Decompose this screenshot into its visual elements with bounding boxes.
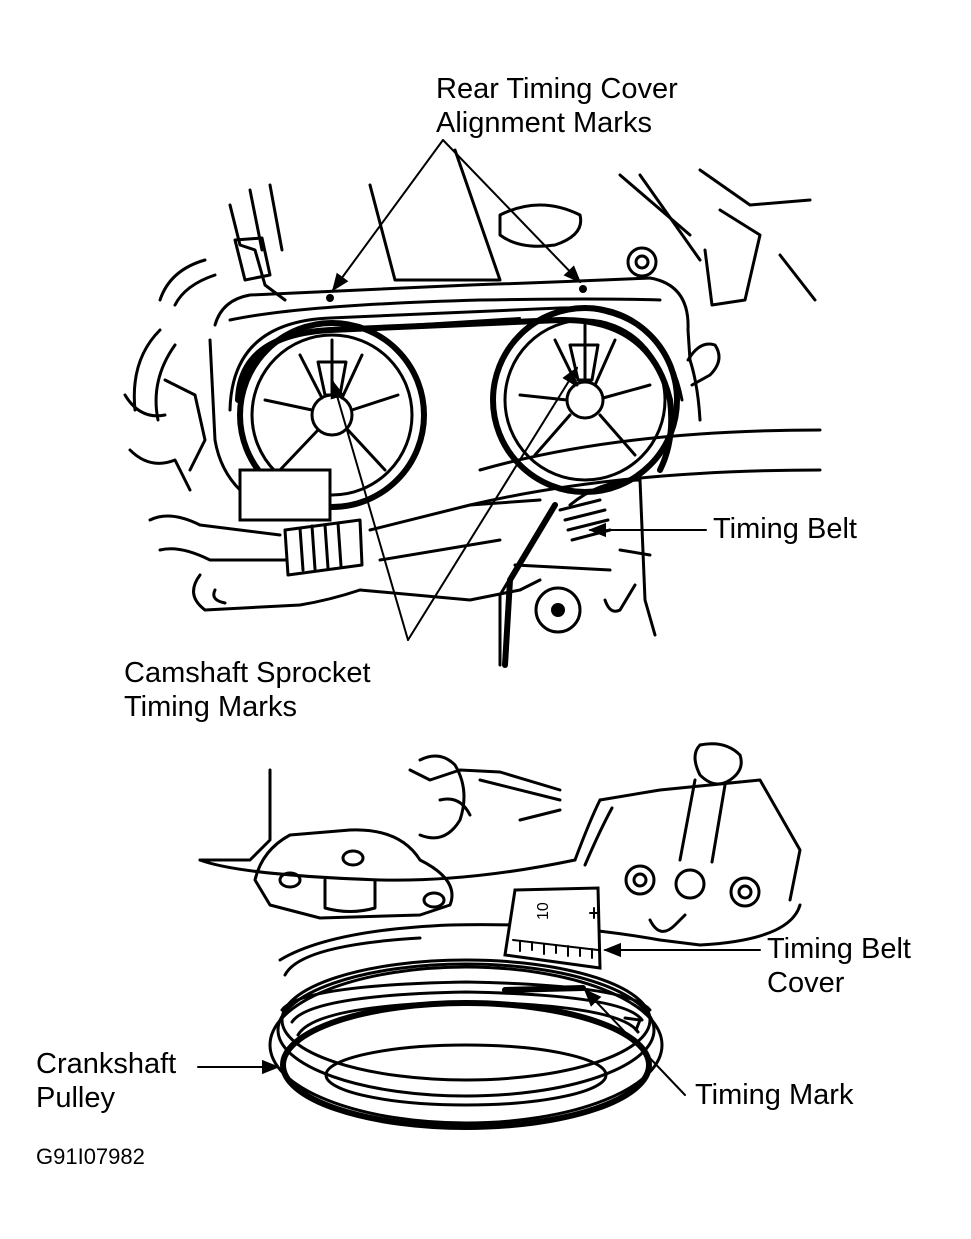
label-crankshaft-pulley: Crankshaft Pulley [36, 1047, 176, 1115]
label-camshaft-line2: Timing Marks [124, 691, 297, 723]
label-timing-mark: Timing Mark [695, 1078, 853, 1112]
figure-code: G91I07982 [36, 1144, 145, 1169]
camshaft-illustration [123, 148, 822, 668]
label-rear-timing-cover-line1: Rear Timing Cover [436, 73, 678, 105]
crankshaft-illustration: 10 [198, 742, 802, 1130]
label-timing-belt-cover-line2: Cover [767, 967, 845, 999]
crankshaft-pulley [268, 958, 664, 1130]
timing-scale: 10 [503, 886, 602, 970]
scale-number: 10 [535, 902, 552, 920]
label-timing-mark-text: Timing Mark [695, 1079, 854, 1111]
timing-mark-arrow [583, 988, 686, 1096]
label-rear-timing-cover-line2: Alignment Marks [436, 107, 652, 139]
label-timing-belt-text: Timing Belt [713, 513, 857, 545]
label-camshaft-sprocket: Camshaft Sprocket Timing Marks [124, 656, 371, 724]
label-timing-belt-cover-line1: Timing Belt [767, 933, 911, 965]
label-crankshaft-line2: Pulley [36, 1082, 115, 1114]
right-cam-sprocket [490, 305, 680, 495]
rear-timing-cover-arrows [331, 139, 582, 292]
label-timing-belt: Timing Belt [713, 512, 857, 546]
camshaft-arrows [330, 366, 578, 641]
label-crankshaft-line1: Crankshaft [36, 1048, 177, 1080]
label-rear-timing-cover: Rear Timing Cover Alignment Marks [436, 72, 678, 140]
label-timing-belt-cover: Timing Belt Cover [767, 932, 911, 1000]
label-camshaft-line1: Camshaft Sprocket [124, 657, 371, 689]
